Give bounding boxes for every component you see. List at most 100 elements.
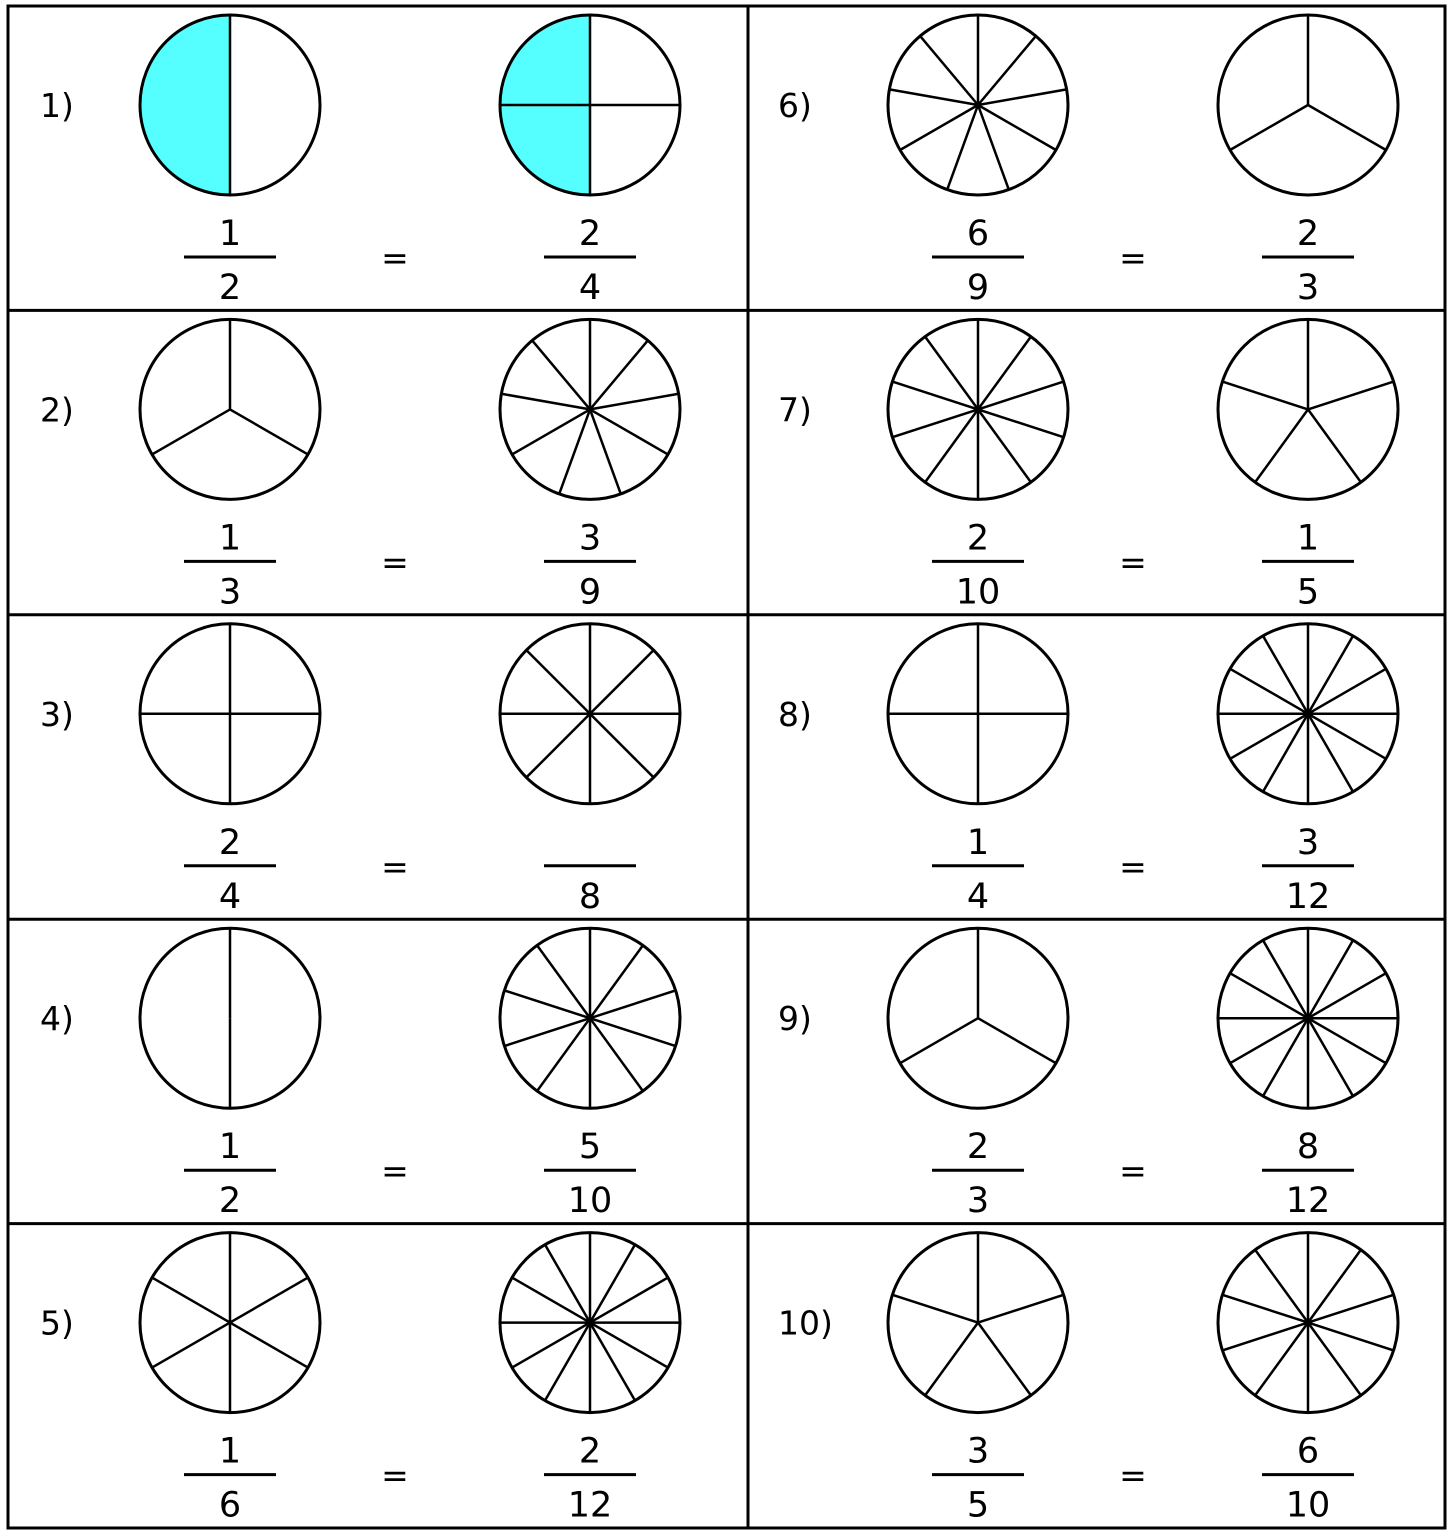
right-fraction: 24 [544, 214, 636, 308]
division-line [1229, 1017, 1309, 1065]
right-fraction-circle [498, 622, 682, 806]
left-fraction-circle [138, 1231, 322, 1415]
division-line [589, 1321, 669, 1369]
problem-number: 1) [40, 86, 74, 125]
division-line [977, 35, 1037, 106]
fraction-denominator: 4 [219, 877, 241, 917]
division-line [892, 380, 979, 411]
fraction-numerator: 2 [579, 214, 601, 254]
fraction-denominator: 8 [579, 877, 601, 917]
division-line [977, 408, 1064, 439]
division-line [892, 408, 979, 439]
left-fraction-circle [886, 622, 1070, 806]
right-fraction: 39 [544, 518, 636, 612]
division-line [229, 408, 309, 456]
division-line [924, 408, 980, 483]
right-fraction: 812 [1262, 1127, 1354, 1221]
worksheet-grid [6, 4, 1447, 1530]
division-line [1306, 713, 1355, 793]
problem-number: 7) [778, 390, 812, 429]
circle-outline [886, 622, 1070, 806]
division-line [977, 88, 1067, 107]
fraction-numerator: 8 [1297, 1127, 1319, 1167]
equals-sign: = [1119, 238, 1147, 277]
circle-outline [1216, 317, 1400, 501]
left-fraction: 13 [184, 518, 276, 612]
circle-outline [138, 926, 322, 1110]
division-line [588, 1017, 644, 1092]
problem-number: 9) [778, 999, 812, 1038]
fraction-denominator: 2 [219, 268, 241, 308]
division-line [1254, 1249, 1310, 1324]
division-line [543, 1321, 592, 1402]
circle-outline [886, 13, 1070, 197]
shaded-sector [140, 15, 230, 195]
division-line [229, 1276, 309, 1324]
division-line [589, 339, 649, 411]
division-line [589, 1276, 669, 1324]
fraction-numerator: 3 [1297, 823, 1319, 863]
division-line [543, 1244, 592, 1324]
division-line [589, 649, 655, 715]
circle-outline [886, 1231, 1070, 1415]
right-fraction-circle [1216, 622, 1400, 806]
fraction-numerator: 1 [219, 1127, 241, 1167]
problem-number: 5) [40, 1304, 74, 1343]
fraction-denominator: 10 [956, 572, 1001, 612]
division-line [151, 408, 231, 456]
division-line [1307, 1293, 1394, 1324]
equals-sign: = [1119, 847, 1147, 886]
fraction-denominator: 2 [219, 1181, 241, 1221]
circle-outline [886, 926, 1070, 1110]
division-line [976, 408, 1032, 483]
division-line [588, 408, 622, 495]
division-line [511, 1321, 591, 1369]
fraction-denominator: 3 [1297, 268, 1319, 308]
left-fraction-circle [138, 926, 322, 1110]
division-line [1254, 408, 1310, 483]
division-line [1307, 972, 1387, 1020]
right-fraction: 212 [544, 1432, 636, 1526]
division-line [558, 408, 592, 495]
fraction-denominator: 12 [1286, 1181, 1331, 1221]
circle-outline [498, 13, 682, 197]
right-fraction: 312 [1262, 823, 1354, 917]
circle-outline [1216, 926, 1400, 1110]
division-line [1261, 1017, 1310, 1097]
right-fraction: 510 [544, 1127, 636, 1221]
fraction-numerator: 2 [967, 1127, 989, 1167]
division-line [1306, 1321, 1362, 1397]
fraction-denominator: 5 [1297, 572, 1319, 612]
right-fraction: 15 [1262, 518, 1354, 612]
division-line [1229, 103, 1309, 152]
equals-sign: = [1119, 542, 1147, 581]
circle-outline [1216, 622, 1400, 806]
right-fraction: 610 [1262, 1432, 1354, 1526]
left-fraction-circle [138, 622, 322, 806]
left-fraction-circle [886, 13, 1070, 197]
division-line [899, 1017, 979, 1065]
division-line [1307, 1017, 1387, 1065]
division-line [1306, 1249, 1362, 1324]
fraction-denominator: 10 [568, 1181, 613, 1221]
fraction-denominator: 9 [967, 268, 989, 308]
problem-number: 3) [40, 695, 74, 734]
right-fraction-circle [498, 1231, 682, 1415]
division-line [1222, 1321, 1309, 1352]
division-line [1306, 408, 1362, 483]
division-line [1261, 713, 1310, 793]
division-line [1229, 972, 1309, 1020]
division-line [1307, 1321, 1394, 1352]
division-line [924, 335, 980, 411]
division-line [1261, 635, 1310, 715]
fraction-numerator: 1 [219, 518, 241, 558]
division-line [589, 408, 669, 456]
fraction-numerator: 6 [967, 214, 989, 254]
fraction-denominator: 9 [579, 572, 601, 612]
division-line [976, 104, 1010, 190]
left-fraction-circle [886, 926, 1070, 1110]
